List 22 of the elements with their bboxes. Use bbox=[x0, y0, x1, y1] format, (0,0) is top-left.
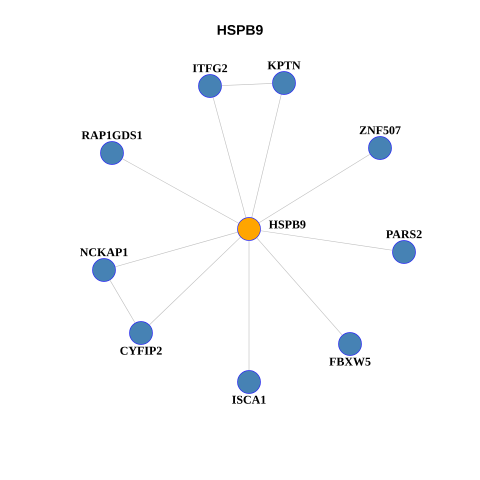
edge-line bbox=[248, 240, 250, 370]
node-label: HSPB9 bbox=[268, 220, 306, 228]
edge-line bbox=[258, 154, 370, 224]
node-label: KPTN bbox=[268, 61, 300, 70]
edge-line bbox=[251, 94, 282, 218]
edge-line bbox=[260, 230, 393, 251]
edge-line bbox=[222, 83, 272, 86]
edge-line bbox=[149, 236, 241, 326]
node-label: PARS2 bbox=[386, 230, 422, 238]
node-label: ISCA1 bbox=[232, 396, 266, 404]
chart-title: HSPB9 bbox=[218, 25, 263, 35]
edge-line bbox=[115, 232, 238, 268]
edge-line bbox=[212, 97, 246, 218]
node-label: ZNF507 bbox=[360, 126, 401, 134]
node-label: RAP1GDS1 bbox=[82, 131, 142, 140]
edge-line bbox=[256, 238, 342, 336]
edge-line bbox=[122, 158, 239, 224]
node-label: CYFIP2 bbox=[120, 346, 162, 355]
edge-line bbox=[110, 280, 136, 324]
node-label: FBXW5 bbox=[329, 358, 370, 366]
node-label: NCKAP1 bbox=[80, 248, 128, 256]
node-label: ITFG2 bbox=[192, 64, 228, 72]
